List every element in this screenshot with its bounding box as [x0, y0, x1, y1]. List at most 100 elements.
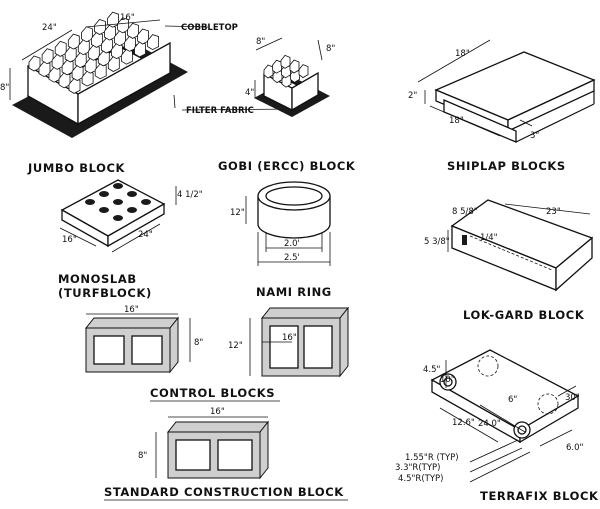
cobble-top — [61, 59, 74, 76]
cobble-top — [48, 66, 61, 83]
standard-height-dim: 8" — [138, 451, 147, 461]
monoslab-hole — [99, 191, 109, 197]
gobi-block-drawing — [254, 37, 330, 117]
cobble-top — [77, 39, 90, 56]
control2-height-dim: 12" — [228, 341, 243, 351]
monoslab-drawing — [59, 179, 177, 253]
cobble-top — [124, 35, 136, 52]
monoslab-height-dim: 4 1/2" — [177, 190, 203, 200]
jumbo-block-drawing — [9, 11, 301, 138]
cobble-top — [94, 19, 106, 35]
lokgard-slot-dim: 1/4" — [480, 233, 498, 243]
shiplap-height-dim: 2" — [408, 91, 417, 101]
cobble-top — [28, 55, 41, 72]
terrafix-side-dim: 30" — [565, 393, 580, 403]
cobble-top — [64, 46, 77, 63]
nami-height-dim: 12" — [230, 208, 245, 218]
control-block-1-drawing — [84, 313, 191, 374]
control1-height-dim: 8" — [194, 338, 203, 348]
cobble-top — [97, 50, 110, 67]
lokgard-block-caption: LOK-GARD BLOCK — [463, 308, 585, 322]
cobble-top — [272, 59, 282, 74]
cobble-top — [289, 59, 300, 74]
cobble-top — [41, 48, 54, 65]
terrafix-r1-dim: 1.55"R (TYP) — [405, 453, 459, 463]
gobi-depth-dim: 8" — [326, 44, 335, 54]
control-blocks-caption: CONTROL BLOCKS — [150, 386, 275, 400]
terrafix-len-dim: 24.0" — [478, 419, 501, 429]
monoslab-hole — [141, 199, 151, 205]
cobble-top — [298, 64, 309, 79]
cobble-top — [101, 37, 113, 54]
standard-width-dim: 16" — [210, 407, 225, 417]
cobble-top — [38, 61, 51, 78]
nami-ring-drawing — [245, 181, 331, 266]
monoslab-hole — [85, 199, 95, 205]
cobble-top — [71, 65, 84, 81]
gobi-block-caption: GOBI (ERCC) BLOCK — [218, 159, 356, 173]
cobble-top — [263, 64, 274, 79]
cobble-top — [58, 72, 71, 89]
cobble-top — [67, 33, 80, 50]
cobble-top — [84, 57, 97, 74]
nami-ring-caption: NAMI RING — [256, 285, 332, 299]
lokgard-top-dim: 8 5/8" — [452, 207, 478, 217]
monoslab-length-dim: 24" — [138, 230, 153, 240]
jumbo-width-dim: 24" — [42, 23, 57, 33]
monoslab-hole — [127, 207, 137, 213]
lokgard-block-drawing — [447, 199, 594, 292]
cobble-top — [74, 52, 87, 69]
jumbo-block-caption: JUMBO BLOCK — [27, 161, 126, 175]
cobble-top — [127, 22, 140, 39]
standard-block-drawing — [155, 416, 270, 480]
cobbletop-label: COBBLETOP — [181, 23, 238, 33]
monoslab-hole — [113, 183, 123, 189]
control-block-2-drawing — [249, 306, 350, 378]
filter-fabric-label: FILTER FABRIC — [186, 106, 254, 116]
shiplap-top-dim: 18" — [455, 49, 470, 59]
cobble-top — [280, 54, 291, 69]
terrafix-h1-dim: 4.5" — [423, 365, 441, 375]
shiplap-block-drawing — [417, 39, 596, 143]
terrafix-block-drawing — [430, 349, 580, 483]
shiplap-bottom-dim: 18" — [449, 116, 464, 126]
jumbo-depth-dim: 16" — [120, 13, 135, 23]
monoslab-hole — [113, 199, 123, 205]
lokgard-height-dim: 5 3/8" — [424, 237, 450, 247]
shiplap-blocks-caption: SHIPLAP BLOCKS — [447, 159, 566, 173]
monoslab-width-dim: 16" — [62, 235, 77, 245]
cobble-top — [104, 24, 116, 41]
nami-outer-dim: 2.5' — [284, 253, 300, 263]
terrafix-width-dim: 12.6" — [452, 418, 475, 428]
cobble-top — [81, 26, 93, 43]
caption-underlines — [104, 400, 348, 501]
cobble-top — [91, 31, 103, 48]
jumbo-height-dim: 8" — [0, 83, 9, 93]
cobble-top — [111, 43, 123, 60]
monoslab-caption-line1: MONOSLAB — [58, 272, 137, 286]
gobi-width-dim: 8" — [256, 37, 265, 47]
cobble-top — [87, 44, 100, 61]
terrafix-base-dim: 6.0" — [566, 443, 584, 453]
nami-inner-dim: 2.0' — [284, 239, 300, 249]
cobble-top — [137, 28, 150, 45]
lokgard-length-dim: 23" — [546, 207, 561, 217]
control2-width-dim: 16" — [282, 333, 297, 343]
cobble-top — [114, 30, 126, 47]
standard-block-caption: STANDARD CONSTRUCTION BLOCK — [104, 485, 344, 499]
control1-width-dim: 16" — [124, 305, 139, 315]
terrafix-r2-dim: 3.3"R(TYP) — [395, 463, 440, 473]
monoslab-caption-line2: (TURFBLOCK) — [58, 286, 152, 300]
shiplap-lip-dim: 3" — [530, 131, 539, 141]
cobble-top — [134, 41, 146, 58]
terrafix-r3-dim: 4.5"R(TYP) — [398, 474, 443, 484]
terrafix-dia-dim: 6" — [508, 395, 517, 405]
cobble-top — [51, 53, 64, 70]
terrafix-h2-dim: 10" — [440, 375, 455, 385]
cobble-top — [54, 40, 67, 57]
monoslab-hole — [127, 191, 137, 197]
monoslab-hole — [99, 207, 109, 213]
terrafix-block-caption: TERRAFIX BLOCK — [480, 489, 599, 503]
monoslab-hole — [113, 215, 123, 221]
